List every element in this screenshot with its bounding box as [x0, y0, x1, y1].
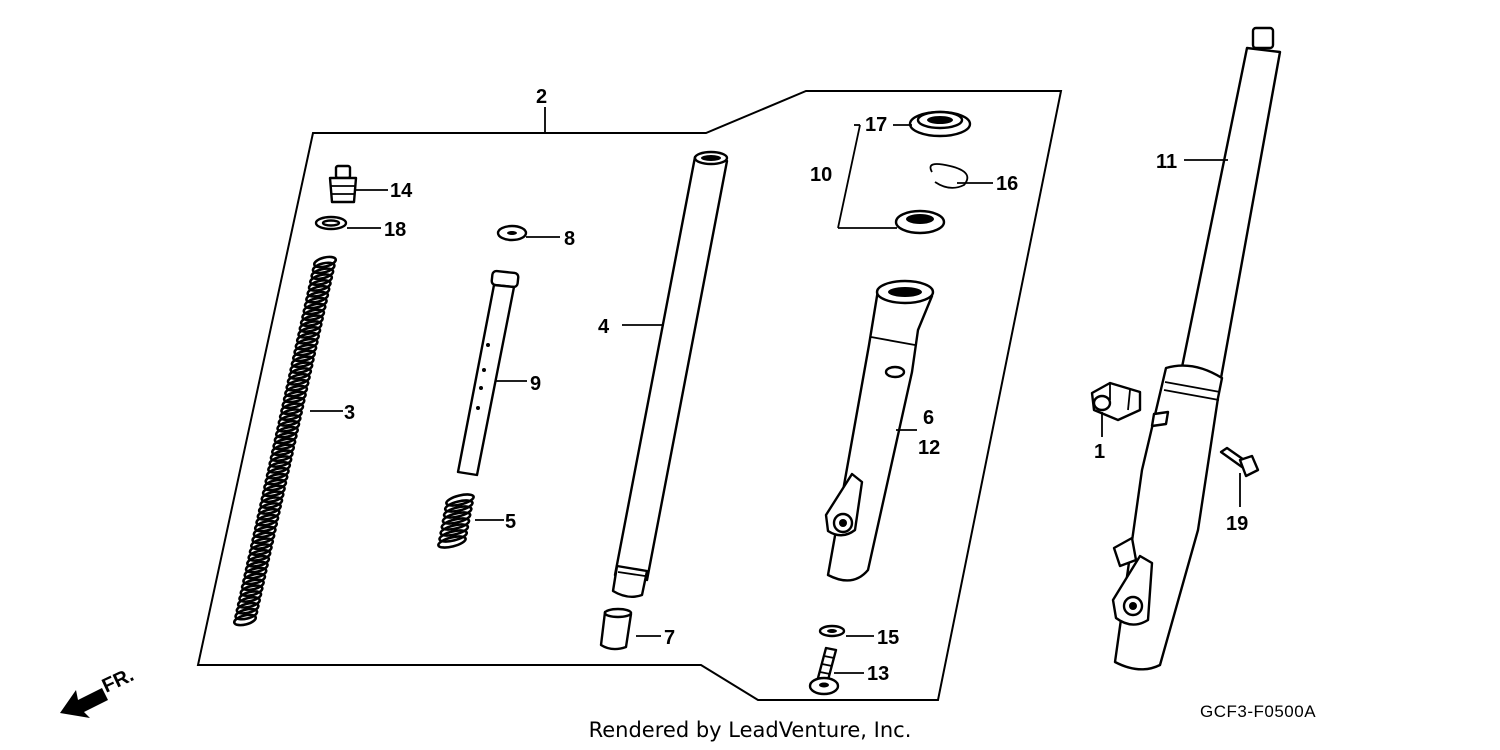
- fork-assembly-part[interactable]: [1111, 26, 1282, 671]
- callout-part-14: 14: [390, 180, 413, 202]
- oil-lock-piece-part[interactable]: [599, 607, 633, 651]
- callout-part-8: 8: [564, 228, 575, 250]
- callout-part-4: 4: [598, 316, 610, 338]
- fork-bottom-case-part[interactable]: [824, 279, 935, 582]
- piston-ring-part[interactable]: [496, 224, 528, 242]
- kit-boundary-outline: [196, 90, 1063, 701]
- callout-part-11: 11: [1156, 151, 1177, 173]
- fork-spring-part[interactable]: [232, 255, 338, 627]
- o-ring-part[interactable]: [314, 215, 348, 231]
- sealing-washer-part[interactable]: [818, 624, 846, 638]
- callout-part-5: 5: [505, 511, 516, 533]
- diagram-code: GCF3-F0500A: [1200, 702, 1317, 721]
- callout-part-13: 13: [867, 663, 889, 685]
- front-direction-label: FR.: [99, 664, 137, 698]
- flange-bolt-part[interactable]: [1219, 446, 1260, 478]
- callout-part-7: 7: [664, 627, 675, 649]
- callout-part-2: 2: [536, 86, 547, 108]
- callout-part-18: 18: [384, 219, 406, 241]
- callout-part-19: 19: [1226, 513, 1248, 535]
- render-credit: Rendered by LeadVenture, Inc.: [588, 718, 912, 742]
- callout-part-16: 16: [996, 173, 1018, 195]
- socket-bolt-part[interactable]: [808, 646, 840, 696]
- callout-part-15: 15: [877, 627, 899, 649]
- callout-part-12: 12: [918, 437, 940, 459]
- callout-part-1: 1: [1094, 441, 1105, 463]
- dust-seal-part[interactable]: [908, 110, 972, 138]
- fork-pipe-part[interactable]: [611, 150, 729, 598]
- pipe-clamp-part[interactable]: [1090, 381, 1142, 422]
- callout-part-17: 17: [865, 114, 887, 136]
- fork-cap-bolt-part[interactable]: [328, 164, 358, 204]
- callout-part-3: 3: [344, 402, 355, 424]
- oil-seal-part[interactable]: [894, 209, 946, 235]
- stopper-ring-part[interactable]: [929, 163, 969, 189]
- leader-lines: [310, 107, 1241, 674]
- callout-part-9: 9: [530, 373, 541, 395]
- front-direction-arrow: FR.: [60, 664, 137, 718]
- damper-rod-part[interactable]: [456, 269, 520, 477]
- rebound-spring-part[interactable]: [437, 492, 475, 550]
- callout-part-10: 10: [810, 164, 832, 186]
- callout-part-6: 6: [923, 407, 934, 429]
